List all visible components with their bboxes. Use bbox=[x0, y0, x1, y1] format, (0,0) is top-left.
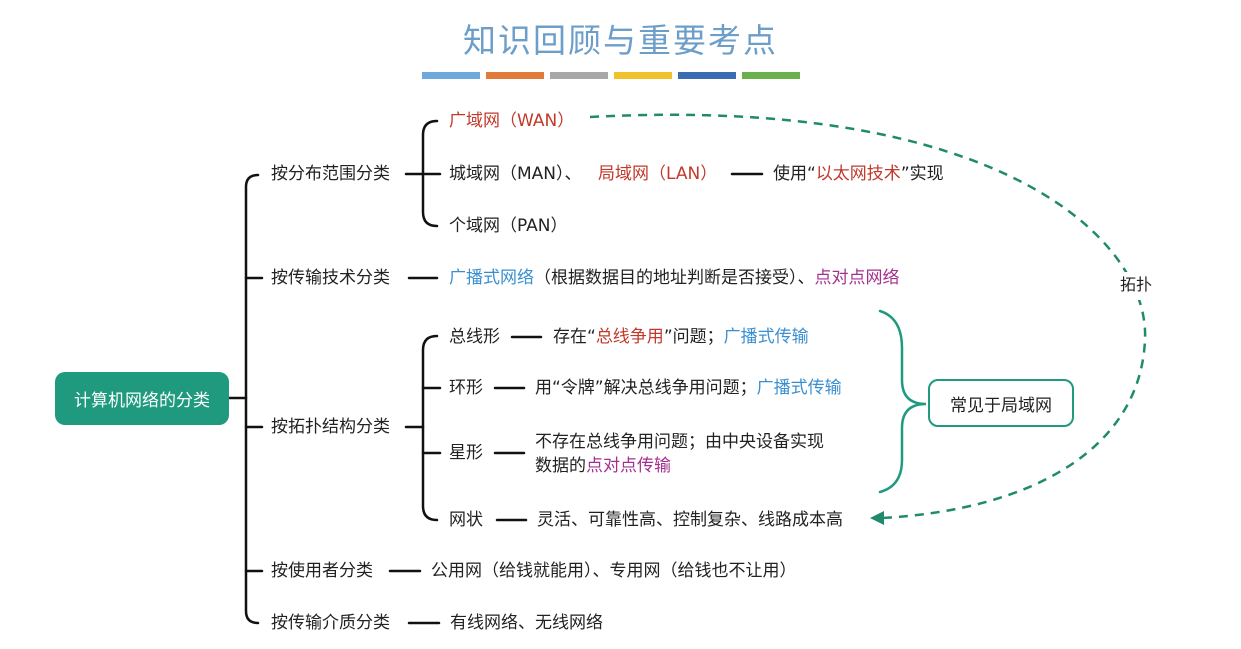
topology-arc-label: 拓扑 bbox=[1120, 275, 1153, 294]
category-range: 按分布范围分类 bbox=[271, 164, 390, 184]
user-desc: 公用网（给钱就能用）、专用网（给钱也不让用） bbox=[431, 561, 797, 581]
color-bar-6 bbox=[742, 72, 800, 79]
main-bracket bbox=[244, 173, 260, 625]
color-bar-1 bbox=[422, 72, 480, 79]
man-label: 城域网（MAN）、 bbox=[449, 164, 582, 184]
transmission-desc: 广播式网络（根据数据目的地址判断是否接受）、点对点网络 bbox=[449, 267, 900, 289]
bus-type: 广播式传输 bbox=[723, 327, 809, 347]
star-desc-line2: 数据的点对点传输 bbox=[535, 455, 671, 477]
pan-label: 个域网（PAN） bbox=[449, 216, 568, 236]
lan-common-box: 常见于局域网 bbox=[928, 379, 1074, 427]
star-label: 星形 bbox=[449, 443, 483, 463]
arc-arrowhead bbox=[870, 511, 884, 525]
ring-type: 广播式传输 bbox=[756, 378, 842, 398]
topology-bracket bbox=[421, 334, 439, 522]
ring-label: 环形 bbox=[449, 378, 483, 398]
category-user: 按使用者分类 bbox=[271, 561, 373, 581]
star-desc-pre: 数据的 bbox=[535, 456, 586, 476]
category-medium: 按传输介质分类 bbox=[271, 613, 390, 633]
page-title: 知识回顾与重要考点 bbox=[463, 21, 778, 60]
category-topology: 按拓扑结构分类 bbox=[271, 417, 390, 437]
lan-implementation: 使用“以太网技术”实现 bbox=[773, 163, 944, 185]
color-bar-3 bbox=[550, 72, 608, 79]
category-transmission: 按传输技术分类 bbox=[271, 268, 390, 288]
ethernet-label: 以太网技术 bbox=[815, 164, 901, 184]
bus-contention: 总线争用 bbox=[595, 327, 664, 347]
arc-label-bg bbox=[1114, 272, 1170, 300]
color-bar-2 bbox=[486, 72, 544, 79]
mesh-label: 网状 bbox=[449, 510, 483, 530]
color-bar-4 bbox=[614, 72, 672, 79]
bus-pre: 存在“ bbox=[553, 327, 596, 347]
root-node: 计算机网络的分类 bbox=[55, 372, 229, 425]
lan-impl-post: ”实现 bbox=[900, 164, 944, 184]
bus-desc: 存在“总线争用”问题；广播式传输 bbox=[553, 326, 809, 348]
star-type: 点对点传输 bbox=[586, 456, 671, 476]
p2p-label: 点对点网络 bbox=[814, 268, 900, 288]
mesh-desc: 灵活、可靠性高、控制复杂、线路成本高 bbox=[537, 510, 843, 530]
star-desc-line1: 不存在总线争用问题；由中央设备实现 bbox=[535, 432, 824, 452]
ring-desc: 用“令牌”解决总线争用问题；广播式传输 bbox=[535, 377, 842, 399]
color-bar-5 bbox=[678, 72, 736, 79]
bus-post: ”问题； bbox=[663, 327, 724, 347]
wan-label: 广域网（WAN） bbox=[449, 111, 575, 131]
medium-desc: 有线网络、无线网络 bbox=[450, 613, 603, 633]
lan-brace bbox=[878, 309, 927, 494]
broadcast-label: 广播式网络 bbox=[449, 268, 534, 288]
topology-dashed-arc bbox=[589, 113, 1147, 520]
lan-impl-pre: 使用“ bbox=[773, 164, 816, 184]
bus-label: 总线形 bbox=[449, 327, 500, 347]
ring-desc-text: 用“令牌”解决总线争用问题； bbox=[535, 378, 757, 398]
lan-label: 局域网（LAN） bbox=[598, 164, 718, 184]
broadcast-note: （根据数据目的地址判断是否接受）、 bbox=[534, 268, 815, 288]
